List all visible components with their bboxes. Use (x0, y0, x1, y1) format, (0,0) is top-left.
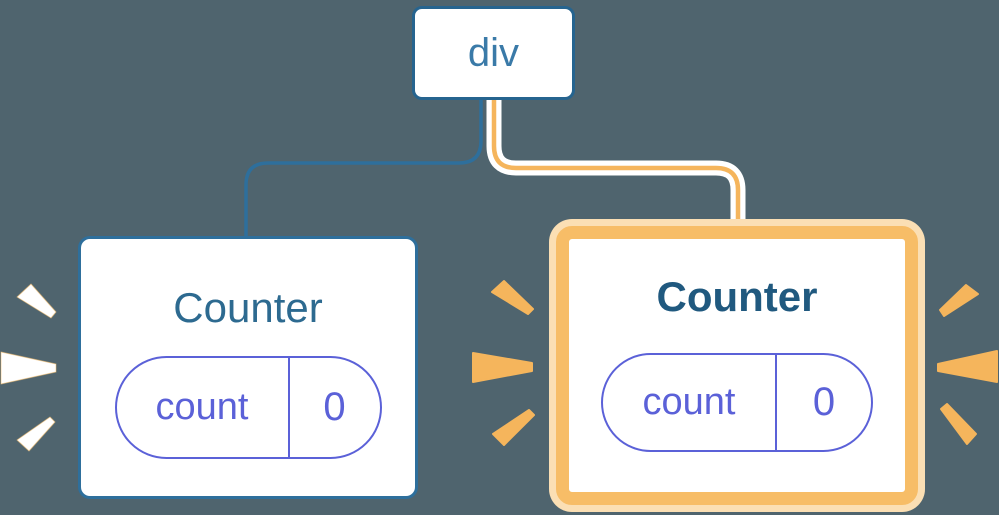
pill-divider (287, 358, 290, 457)
burst-spark-icon (940, 403, 977, 445)
state-value: 0 (323, 385, 346, 429)
burst-spark-icon (0, 351, 57, 385)
pill-divider (775, 355, 777, 450)
burst-spark-group-right (937, 284, 998, 445)
counter-card-left: Counter count 0 (78, 236, 418, 499)
state-pill: count 0 (114, 356, 382, 459)
burst-spark-icon (491, 280, 534, 315)
connector-casing-right (486, 100, 746, 221)
burst-spark-icon (939, 284, 979, 317)
connector-line-left (244, 100, 483, 238)
state-key: count (155, 386, 249, 428)
burst-spark-icon (472, 352, 533, 383)
burst-spark-icon (16, 283, 57, 319)
burst-spark-group-left (0, 283, 57, 452)
tree-root-node: div (412, 6, 575, 100)
burst-spark-group-middle (472, 280, 535, 446)
counter-card-title: Counter (173, 284, 323, 331)
burst-spark-icon (937, 350, 998, 383)
state-pill: count 0 (601, 353, 873, 452)
root-node-label: div (467, 30, 520, 75)
connector-line-right (491, 100, 741, 221)
state-value: 0 (812, 380, 836, 424)
burst-spark-icon (16, 416, 56, 452)
burst-spark-icon (492, 409, 535, 446)
state-key: count (642, 381, 736, 423)
counter-card-title: Counter (656, 273, 818, 320)
counter-card-right-highlighted: Counter count 0 (556, 226, 918, 505)
